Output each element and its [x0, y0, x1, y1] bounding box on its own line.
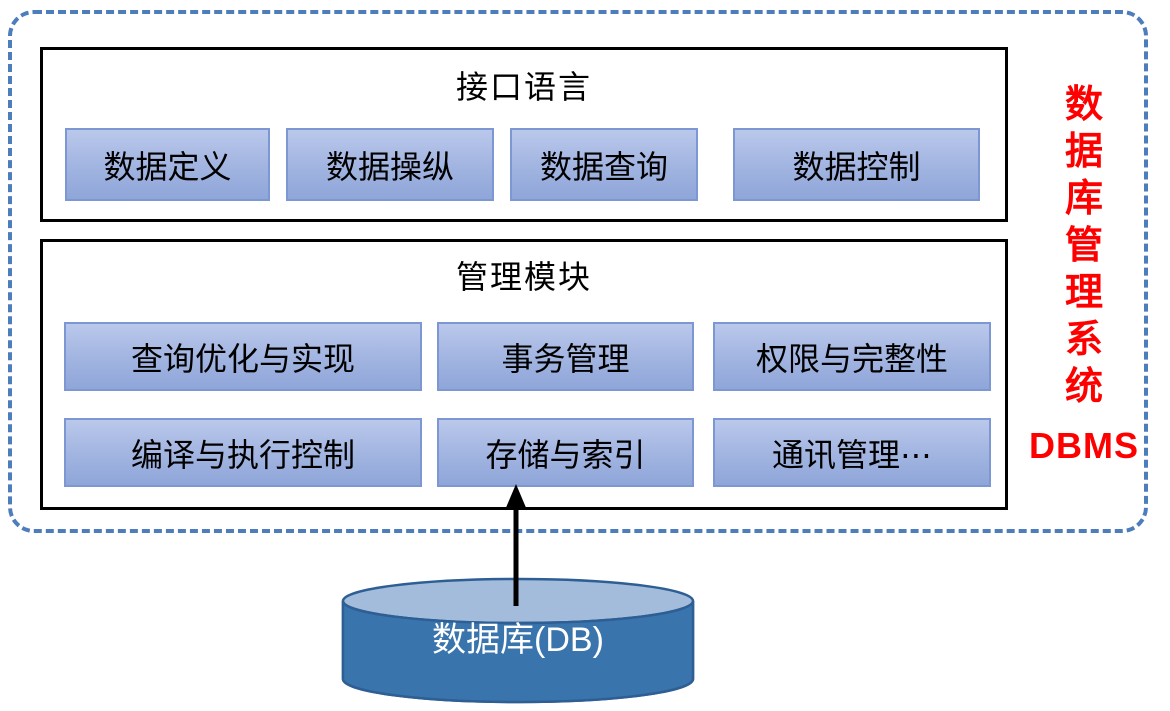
box-storage-index: 存储与索引 — [437, 418, 694, 487]
box-data-manipulation: 数据操纵 — [286, 128, 494, 201]
box-data-definition: 数据定义 — [65, 128, 270, 201]
box-query-optimization: 查询优化与实现 — [64, 322, 422, 391]
db-to-storage-arrow — [505, 484, 527, 606]
dbms-vertical-label: 数 据 库 管 理 系 统 — [1052, 82, 1116, 411]
modules-panel-title: 管理模块 — [455, 259, 592, 295]
box-communication-management: 通讯管理⋯ — [713, 418, 991, 487]
dbms-boundary — [8, 10, 1148, 533]
vertical-label-char: 系 — [1064, 319, 1103, 361]
vertical-label-char: 据 — [1064, 131, 1103, 173]
database-label: 数据库(DB) — [432, 621, 604, 659]
box-authority-integrity: 权限与完整性 — [713, 322, 991, 391]
interface-language-panel: 接口语言 数据定义 数据操纵 数据查询 数据控制 — [40, 47, 1008, 222]
box-data-control: 数据控制 — [733, 128, 980, 201]
vertical-label-char: 管 — [1064, 225, 1103, 267]
vertical-label-char: 理 — [1064, 272, 1103, 314]
dbms-abbrev-label: DBMS — [1029, 425, 1139, 466]
interface-panel-title: 接口语言 — [455, 69, 592, 105]
management-modules-panel: 管理模块 查询优化与实现 事务管理 权限与完整性 编译与执行控制 存储与索引 通… — [40, 239, 1008, 510]
box-data-query: 数据查询 — [510, 128, 698, 201]
box-compile-execution-control: 编译与执行控制 — [64, 418, 422, 487]
vertical-label-char: 统 — [1064, 366, 1103, 408]
box-transaction-management: 事务管理 — [437, 322, 694, 391]
vertical-label-char: 库 — [1064, 178, 1103, 220]
vertical-label-char: 数 — [1064, 84, 1103, 126]
